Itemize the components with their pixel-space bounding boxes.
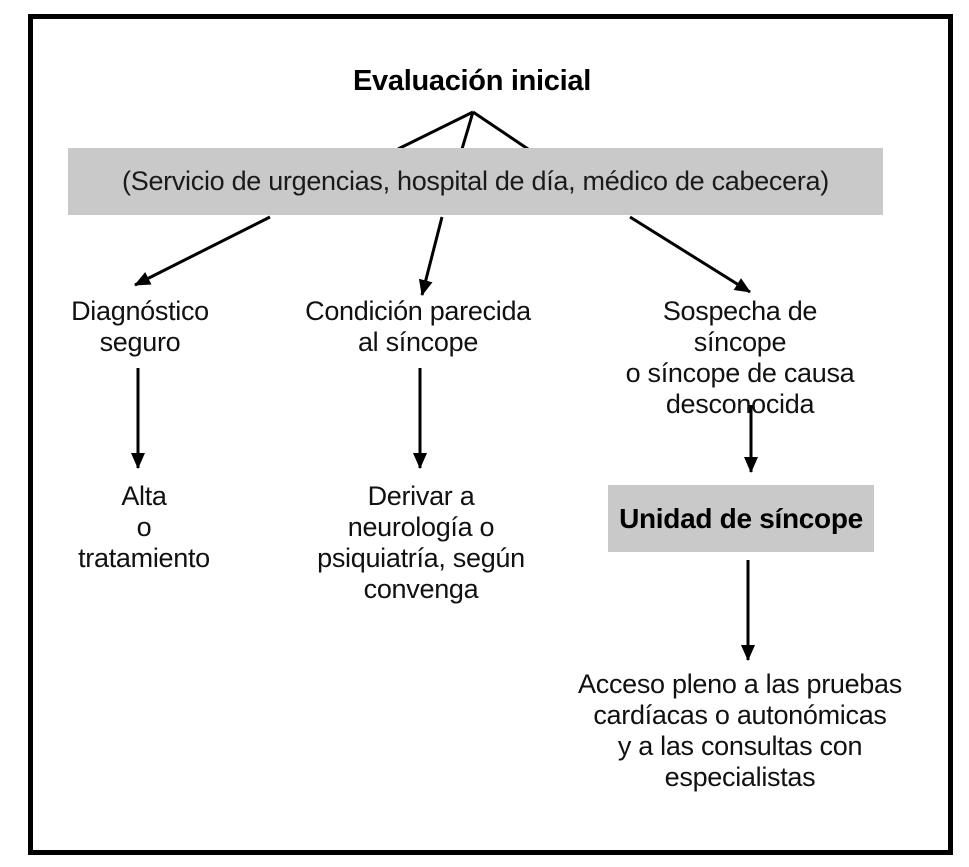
arrow-source-to-branch1 <box>134 215 271 287</box>
fan-line-left <box>397 110 474 151</box>
arrow-source-to-branch3 <box>629 215 751 294</box>
node-source-box: (Servicio de urgencias, hospital de día,… <box>68 148 883 215</box>
node-outcome3: Acceso pleno a las pruebas cardíacas o a… <box>578 669 902 792</box>
node-outcome1: Alta o tratamiento <box>78 481 210 573</box>
node-branch2: Condición parecida al síncope <box>305 296 531 357</box>
fan-line-middle <box>460 111 475 150</box>
node-branch3: Sospecha de síncope o síncope de causa d… <box>625 296 855 419</box>
fan-lines-title-to-source <box>397 110 529 151</box>
node-title: Evaluación inicial <box>353 65 591 97</box>
fan-line-right <box>472 110 529 151</box>
outer-border <box>28 14 953 855</box>
arrow-source-to-branch2 <box>418 216 444 296</box>
node-syncope-unit-box: Unidad de síncope <box>608 485 874 552</box>
node-outcome2: Derivar a neurología o psiquiatría, segú… <box>317 481 525 604</box>
node-branch1: Diagnóstico seguro <box>71 296 209 357</box>
